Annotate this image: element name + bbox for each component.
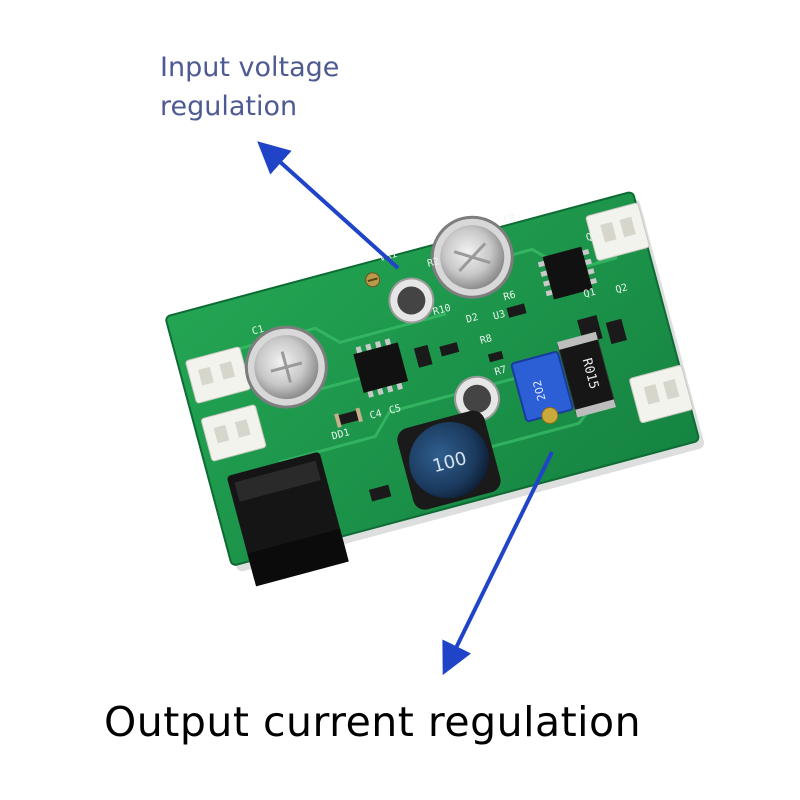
svg-text:DD1: DD1 bbox=[331, 427, 351, 442]
arrow-to-output-regulation bbox=[442, 451, 554, 676]
svg-text:C5: C5 bbox=[388, 403, 402, 417]
shunt-resistor-r015: R015 bbox=[557, 331, 616, 418]
inductor-100: 100 bbox=[397, 410, 501, 510]
svg-text:Q3: Q3 bbox=[585, 230, 599, 244]
trimmer-potentiometer: 202 bbox=[510, 351, 574, 425]
vr1-screw bbox=[365, 272, 381, 288]
connector-right-bottom bbox=[629, 364, 693, 424]
ic-u1 bbox=[353, 338, 409, 398]
svg-text:R2: R2 bbox=[426, 256, 440, 270]
circuit-board: R015 100 202 C1 C8 VR1 R10 D2 R6 Q1 bbox=[165, 191, 705, 587]
capacitor-c2 bbox=[430, 215, 514, 299]
connector-left-top bbox=[185, 346, 251, 404]
output-current-label: Output current regulation bbox=[104, 698, 642, 746]
svg-text:R7: R7 bbox=[494, 364, 508, 378]
trimmer-marking: 202 bbox=[531, 379, 549, 403]
svg-text:C8: C8 bbox=[503, 213, 517, 227]
ic-u3 bbox=[537, 246, 598, 300]
svg-text:U3: U3 bbox=[492, 309, 506, 323]
input-voltage-label: Input voltage regulation bbox=[160, 52, 340, 122]
capacitor-pad-lower bbox=[454, 375, 501, 422]
svg-text:R8: R8 bbox=[479, 333, 493, 347]
svg-text:R10: R10 bbox=[432, 303, 452, 318]
connector-right-top bbox=[585, 202, 650, 261]
capacitor-c1 bbox=[244, 325, 328, 409]
svg-text:Q2: Q2 bbox=[614, 282, 628, 296]
svg-text:Q1: Q1 bbox=[582, 287, 596, 301]
connector-left-bottom bbox=[201, 404, 267, 462]
capacitor-pad-upper bbox=[388, 277, 435, 324]
arrow-to-input-regulation bbox=[257, 141, 400, 270]
svg-text:C1: C1 bbox=[251, 324, 265, 338]
svg-text:R6: R6 bbox=[502, 289, 516, 303]
svg-text:C4: C4 bbox=[369, 408, 383, 422]
dc-power-jack bbox=[227, 452, 349, 587]
svg-text:D2: D2 bbox=[465, 312, 479, 326]
